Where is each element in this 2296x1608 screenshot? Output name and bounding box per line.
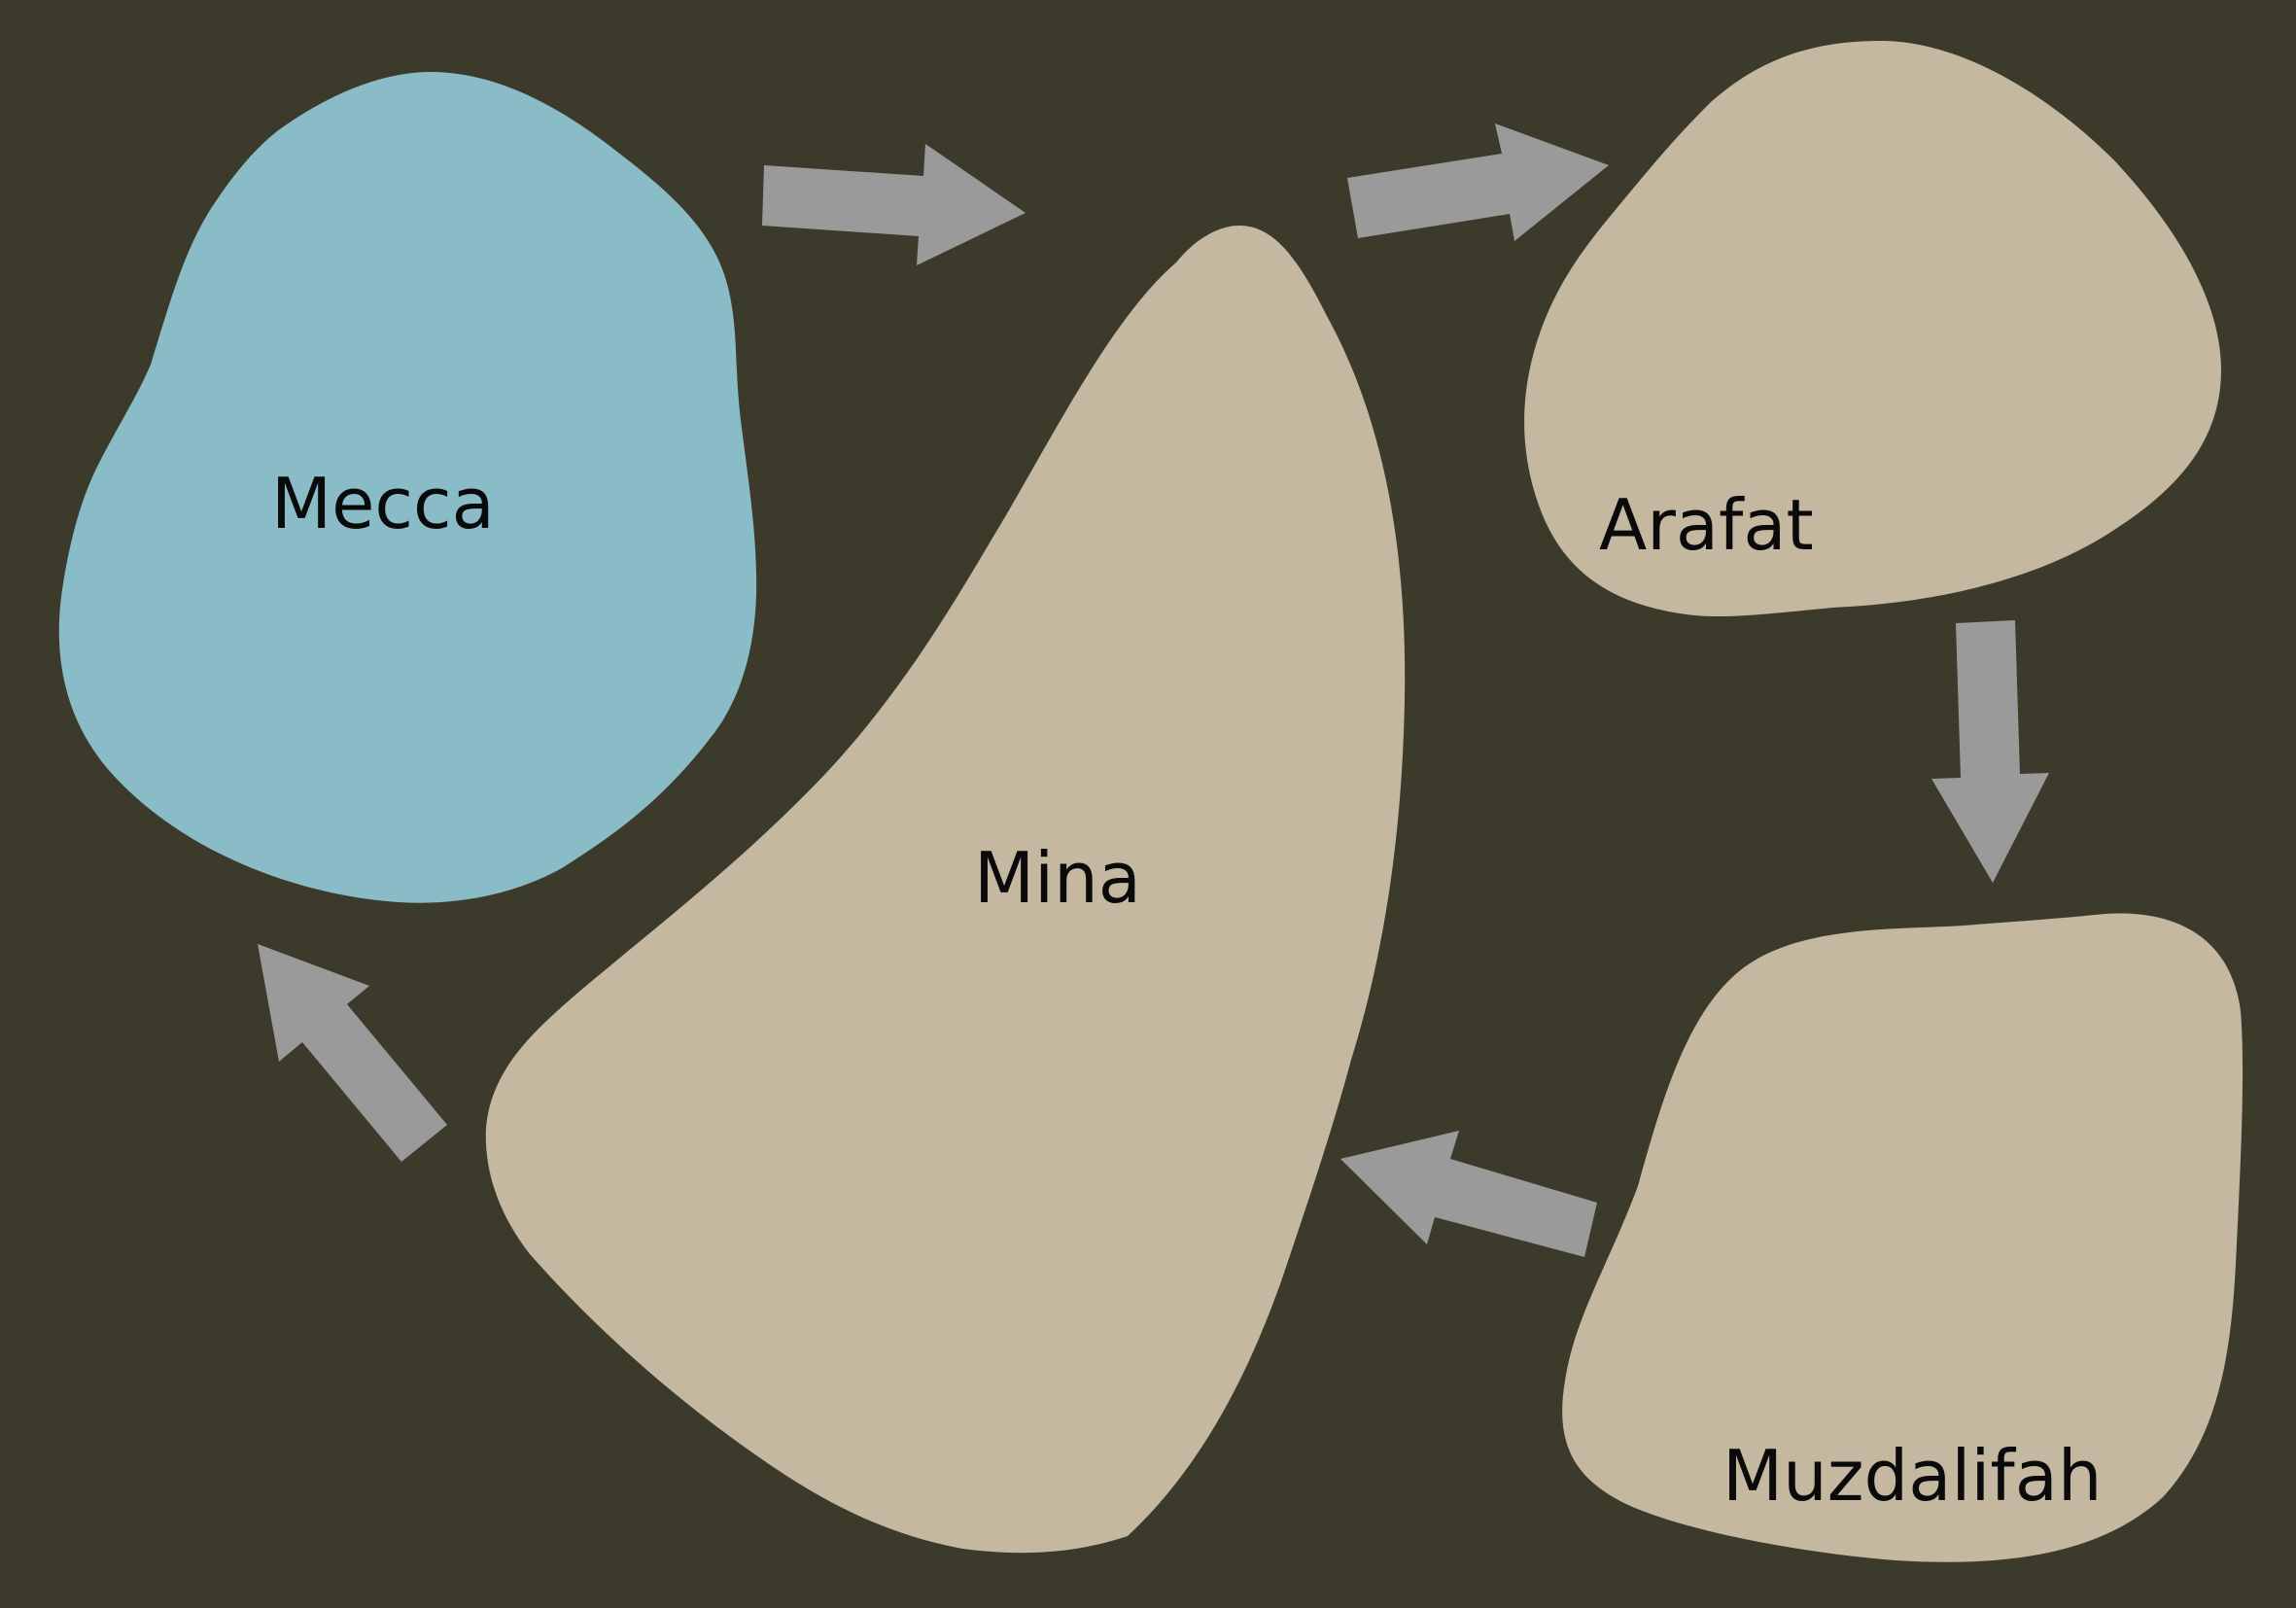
mina-region bbox=[485, 226, 1406, 1554]
arrow-mecca-to-mina bbox=[762, 144, 1026, 265]
arafat-label: Arafat bbox=[1599, 484, 1814, 566]
mecca-label: Mecca bbox=[271, 463, 495, 544]
arrow-muzdalifah-to-mina bbox=[1340, 1131, 1597, 1257]
arafat-region bbox=[1524, 41, 2221, 617]
muzdalifah-label: Muzdalifah bbox=[1722, 1435, 2102, 1517]
mecca-region bbox=[58, 72, 757, 903]
muzdalifah-region bbox=[1562, 913, 2244, 1562]
arrow-mina-to-mecca bbox=[258, 944, 447, 1162]
arrow-mina-to-arafat bbox=[1347, 123, 1609, 241]
arrow-arafat-to-muzdalifah bbox=[1931, 620, 2049, 883]
mina-label: Mina bbox=[974, 837, 1141, 919]
